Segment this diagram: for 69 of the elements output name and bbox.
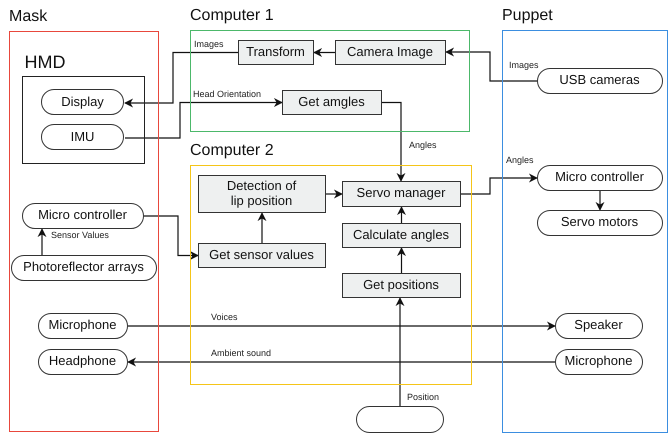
process-box bbox=[342, 222, 460, 248]
node-label: Get amgles bbox=[298, 94, 365, 110]
node-label: Micro controller bbox=[38, 208, 127, 223]
edge-label: Sensor Values bbox=[50, 231, 110, 241]
device-pill bbox=[38, 312, 128, 338]
node-label: Servo manager bbox=[356, 186, 446, 201]
node-label: Camera Image bbox=[347, 44, 433, 60]
node-label: Get positions bbox=[363, 278, 439, 292]
node-label: Detection of lip position bbox=[226, 179, 298, 208]
arrow bbox=[445, 48, 537, 82]
node-label: IMU bbox=[70, 130, 94, 144]
device-pill bbox=[10, 254, 156, 280]
arrow bbox=[461, 174, 538, 195]
sensor-pill bbox=[356, 406, 444, 433]
process-box bbox=[198, 174, 326, 212]
group-heading: Computer 2 bbox=[190, 142, 274, 160]
arrow bbox=[144, 215, 199, 260]
device-pill bbox=[536, 210, 662, 236]
node-label: USB cameras bbox=[559, 73, 640, 88]
edge-label: Head Orientation bbox=[192, 90, 262, 100]
arrow bbox=[128, 322, 556, 330]
edge-label: Angles bbox=[408, 141, 438, 151]
group-heading: Computer 1 bbox=[190, 7, 274, 25]
device-pill bbox=[38, 348, 128, 374]
process-box bbox=[342, 272, 460, 298]
arrow bbox=[396, 297, 404, 406]
node-label: Servo motors bbox=[560, 215, 638, 230]
edge-label: Images bbox=[193, 40, 225, 50]
arrow bbox=[397, 247, 406, 273]
process-box bbox=[334, 40, 446, 64]
group-heading: HMD bbox=[24, 52, 66, 72]
node-label: Photoreflector arrays bbox=[23, 260, 144, 275]
device-pill bbox=[22, 202, 144, 228]
edge-label: Voices bbox=[210, 313, 239, 323]
arrow bbox=[397, 206, 406, 223]
device-pill bbox=[41, 124, 124, 150]
arrow bbox=[382, 102, 406, 182]
process-box bbox=[282, 90, 382, 114]
node-label: Micro controller bbox=[555, 170, 644, 185]
arrow bbox=[125, 98, 283, 139]
edge-label: Images bbox=[508, 61, 540, 71]
arrow bbox=[258, 212, 266, 243]
process-box bbox=[342, 180, 460, 206]
node-label: Headphone bbox=[48, 354, 116, 369]
arrow bbox=[124, 52, 238, 108]
node-label: Transform bbox=[246, 44, 305, 60]
arrow bbox=[326, 190, 343, 198]
process-box bbox=[238, 40, 314, 64]
process-box bbox=[198, 242, 326, 268]
node-label: Microphone bbox=[48, 318, 116, 333]
arrow bbox=[38, 228, 46, 255]
node-label: Get sensor values bbox=[209, 248, 314, 262]
device-pill bbox=[554, 312, 642, 338]
edge-label: Ambient sound bbox=[210, 349, 272, 359]
device-pill bbox=[41, 89, 124, 115]
device-pill bbox=[536, 164, 662, 190]
node-label: Calculate angles bbox=[352, 228, 450, 242]
node-label: Speaker bbox=[574, 318, 623, 333]
node-label: Microphone bbox=[564, 354, 632, 369]
edge-label: Position bbox=[406, 393, 440, 403]
group-heading: Mask bbox=[9, 8, 48, 26]
edge-label: Angles bbox=[505, 156, 535, 166]
device-pill bbox=[554, 348, 642, 374]
arrow bbox=[127, 358, 555, 366]
device-pill bbox=[536, 68, 662, 94]
arrow bbox=[596, 191, 604, 211]
arrow bbox=[313, 48, 335, 57]
group-heading: Puppet bbox=[502, 7, 553, 25]
node-label: Display bbox=[61, 94, 104, 110]
